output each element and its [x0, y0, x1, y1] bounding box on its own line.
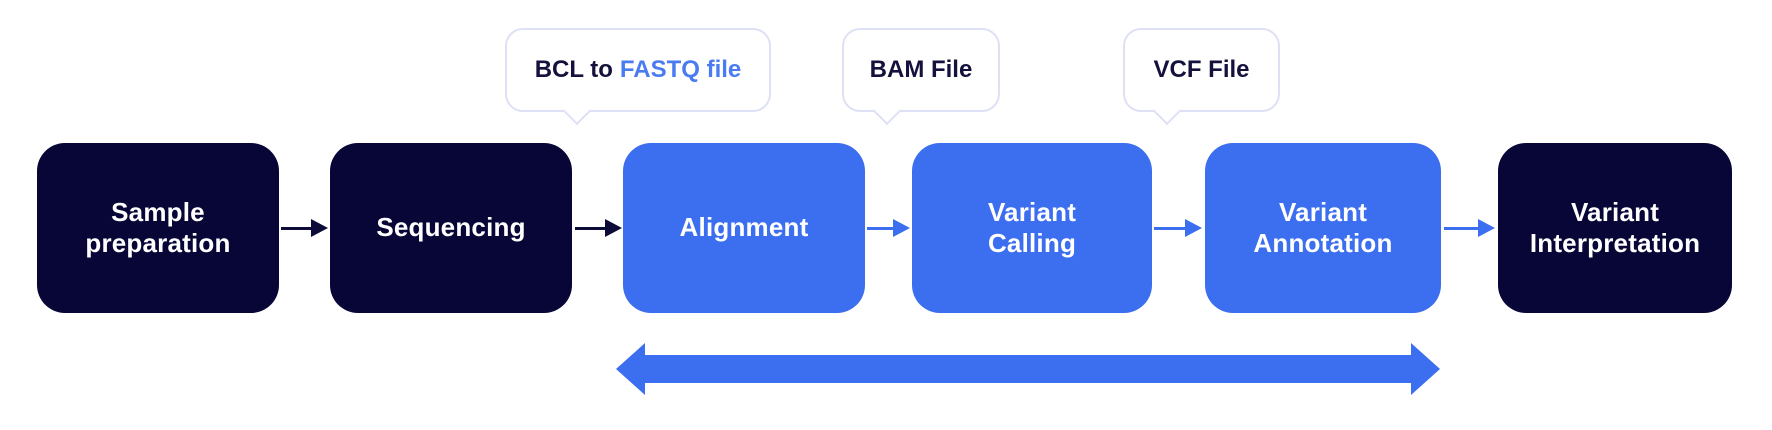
callout-highlight-text: FASTQ file	[619, 56, 742, 83]
step-label: Sequencing	[376, 212, 526, 243]
callout-text: VCF File	[1153, 56, 1250, 83]
step-box-variant-interpretation: Variant Interpretation	[1498, 143, 1732, 313]
step-label: Variant Calling	[987, 196, 1077, 258]
callout-bam-file: BAM File	[842, 28, 1000, 126]
flow-arrow-icon	[1154, 219, 1202, 237]
callout-text: BAM File	[869, 56, 973, 83]
callout-tail	[872, 96, 902, 126]
step-label: Variant Annotation	[1253, 196, 1393, 258]
arrow-bar	[643, 355, 1413, 383]
callout-vcf-file: VCF File	[1123, 28, 1280, 126]
step-label: Alignment	[679, 212, 809, 243]
flow-arrow-icon	[1444, 219, 1495, 237]
step-box-alignment: Alignment	[623, 143, 865, 313]
arrow-right-head-icon	[1411, 343, 1440, 395]
callout-tail	[562, 96, 592, 126]
step-box-sample-preparation: Sample preparation	[37, 143, 279, 313]
arrow-left-head-icon	[616, 343, 645, 395]
callout-text: BCL to	[534, 56, 613, 83]
flow-arrow-icon	[575, 219, 622, 237]
step-box-sequencing: Sequencing	[330, 143, 572, 313]
flow-arrow-icon	[281, 219, 328, 237]
step-box-variant-annotation: Variant Annotation	[1205, 143, 1441, 313]
double-headed-arrow-icon	[616, 343, 1440, 395]
callout-bcl-to-fastq: BCL to FASTQ file	[505, 28, 771, 126]
step-box-variant-calling: Variant Calling	[912, 143, 1152, 313]
callout-tail	[1152, 96, 1182, 126]
step-label: Variant Interpretation	[1529, 196, 1701, 258]
flow-arrow-icon	[867, 219, 910, 237]
step-label: Sample preparation	[85, 196, 231, 258]
